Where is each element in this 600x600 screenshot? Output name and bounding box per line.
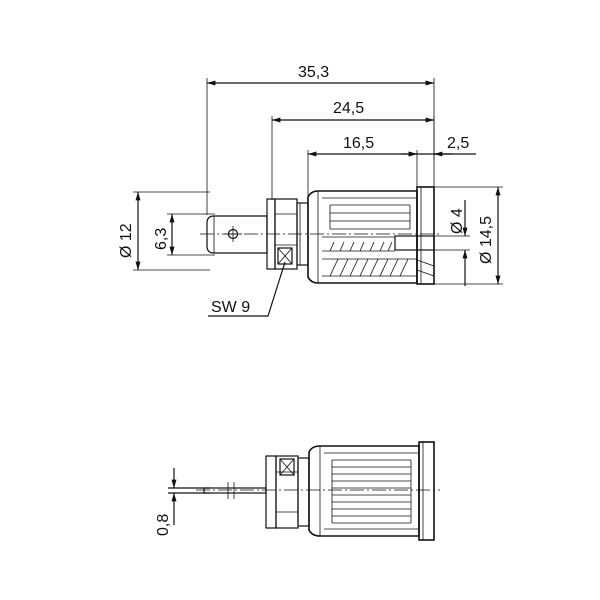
dimension-lines-vertical [135,187,501,286]
ribbed-sleeve [307,190,435,284]
top-view: 35,3 24,5 16,5 2,5 Ø 12 6,3 Ø 4 Ø 14,5 S… [118,64,503,317]
dim-sleeve-length: 16,5 [343,135,374,152]
bottom-view: 0,8 [155,441,440,541]
hex-nut-side [265,455,310,529]
dim-wrench-size: SW 9 [211,299,250,316]
dim-tab-thickness: 0,8 [155,514,172,536]
connector-tab-side [203,482,267,499]
dim-body-length: 24,5 [333,100,364,117]
dimension-lines-horizontal [207,80,476,157]
dim-overall-length: 35,3 [298,64,329,81]
wrench-size-leader [208,261,286,317]
dim-flange-thickness: 2,5 [447,135,469,152]
dim-flange-diameter: Ø 14,5 [478,216,495,264]
dim-tab-width: 6,3 [153,228,170,250]
flange-side [418,441,435,541]
connector-tab [206,215,268,254]
flange [416,186,435,285]
ribbed-sleeve-side [308,445,420,537]
dim-bore-diameter: Ø 4 [449,208,466,234]
dim-pin-diameter: Ø 12 [118,223,135,258]
section-hatching [329,241,409,277]
dimension-lines-bottom [168,468,210,525]
